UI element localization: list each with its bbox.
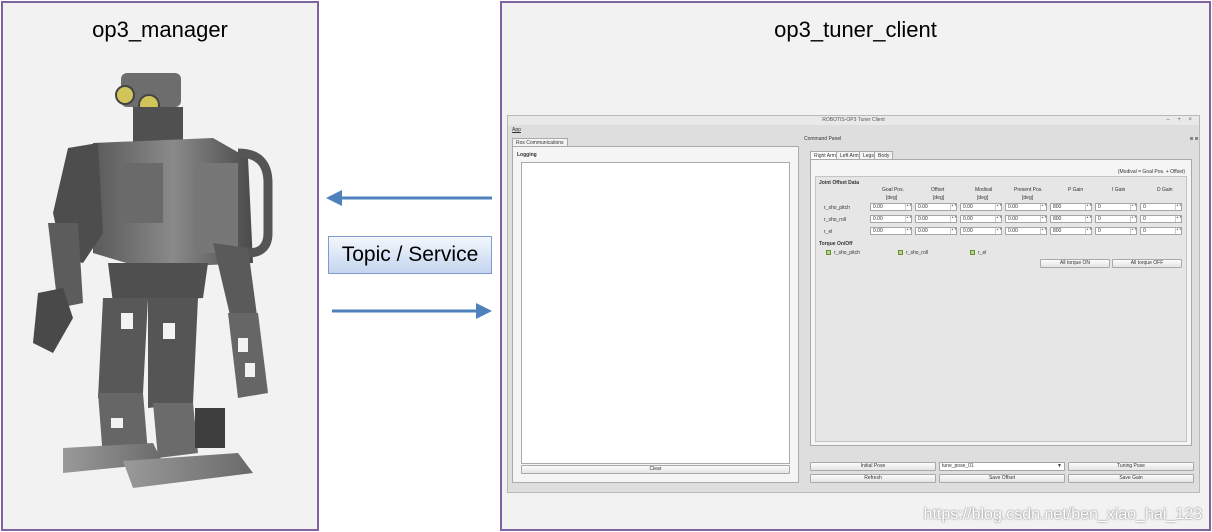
i-gain-input[interactable]: 0▲▼	[1095, 227, 1137, 235]
row-label-r-el: r_el	[824, 229, 833, 235]
arrow-to-manager	[326, 190, 492, 206]
torque-title: Torque On/Off	[819, 241, 853, 247]
d-gain-input[interactable]: 0▲▼	[1140, 227, 1182, 235]
torque-checkbox-r-sho-pitch[interactable]	[826, 250, 831, 255]
ros-communications-pane: Logging Clear	[512, 146, 799, 483]
unit-goal-pos: [deg]	[886, 195, 898, 201]
topic-service-label: Topic / Service	[328, 236, 492, 274]
right-arm-tab-pane: (Modival = Goal Pos. + Offset) Joint Off…	[810, 159, 1192, 446]
logging-label: Logging	[517, 152, 537, 158]
dock-close-icon[interactable]	[1195, 137, 1198, 140]
arrow-to-tuner	[332, 303, 492, 319]
robot-illustration	[33, 73, 273, 488]
d-gain-input[interactable]: 0▲▼	[1140, 215, 1182, 223]
torque-label-r-sho-pitch: r_sho_pitch	[834, 250, 860, 256]
modival-input[interactable]: 0.00▲▼	[960, 203, 1002, 211]
col-p-gain: P Gain	[1068, 187, 1084, 193]
clear-button[interactable]: Clear	[521, 465, 790, 474]
tuning-pose-button[interactable]: Tuning Pose	[1068, 462, 1194, 471]
tuner-window: ROBOTIS-OP3 Tuner Client – + × App Ros C…	[507, 115, 1200, 493]
manager-panel: op3_manager	[1, 1, 319, 531]
joint-offset-title: Joint Offset Data	[819, 180, 860, 186]
save-gain-button[interactable]: Save Gain	[1068, 474, 1194, 483]
p-gain-input[interactable]: 800▲▼	[1050, 215, 1092, 223]
col-i-gain: I Gain	[1112, 187, 1126, 193]
tuner-client-title: op3_tuner_client	[774, 17, 937, 42]
tab-ros-communications[interactable]: Ros Communications	[512, 138, 568, 147]
logging-area[interactable]	[521, 162, 790, 464]
present-pos-input[interactable]: 0.00▲▼	[1005, 215, 1047, 223]
unit-present-pos: [deg]	[1022, 195, 1034, 201]
row-label-r-sho-roll: r_sho_roll	[824, 217, 846, 223]
tuner-titlebar: ROBOTIS-OP3 Tuner Client	[508, 116, 1199, 125]
pose-select[interactable]: tune_pose_01▼	[939, 462, 1065, 471]
offset-input[interactable]: 0.00▲▼	[915, 215, 957, 223]
watermark: https://blog.csdn.net/ben_xiao_hai_123	[923, 506, 1202, 523]
save-offset-button[interactable]: Save Offset	[939, 474, 1065, 483]
modival-input[interactable]: 0.00▲▼	[960, 227, 1002, 235]
torque-checkbox-r-sho-roll[interactable]	[898, 250, 903, 255]
app-menu[interactable]: App	[512, 127, 521, 133]
d-gain-input[interactable]: 0▲▼	[1140, 203, 1182, 211]
all-torque-off-button[interactable]: All torque OFF	[1112, 259, 1182, 268]
row-label-r-sho-pitch: r_sho_pitch	[824, 205, 850, 211]
torque-checkbox-r-el[interactable]	[970, 250, 975, 255]
modival-input[interactable]: 0.00▲▼	[960, 215, 1002, 223]
goal-pos-input[interactable]: 0.00▲▼	[870, 227, 912, 235]
joint-data-area: Joint Offset Data Goal Pos. Offset Modiv…	[815, 176, 1187, 442]
i-gain-input[interactable]: 0▲▼	[1095, 215, 1137, 223]
offset-input[interactable]: 0.00▲▼	[915, 227, 957, 235]
col-present-pos: Present Pos.	[1014, 187, 1043, 193]
p-gain-input[interactable]: 800▲▼	[1050, 227, 1092, 235]
goal-pos-input[interactable]: 0.00▲▼	[870, 203, 912, 211]
present-pos-input[interactable]: 0.00▲▼	[1005, 203, 1047, 211]
unit-offset: [deg]	[933, 195, 945, 201]
dock-float-icon[interactable]	[1190, 137, 1193, 140]
i-gain-input[interactable]: 0▲▼	[1095, 203, 1137, 211]
unit-modival: [deg]	[977, 195, 989, 201]
modival-formula: (Modival = Goal Pos. + Offset)	[1117, 169, 1185, 175]
manager-title: op3_manager	[92, 17, 228, 42]
all-torque-on-button[interactable]: All torque ON	[1040, 259, 1110, 268]
col-d-gain: D Gain	[1157, 187, 1173, 193]
p-gain-input[interactable]: 800▲▼	[1050, 203, 1092, 211]
chevron-down-icon: ▼	[1057, 463, 1062, 469]
torque-label-r-sho-roll: r_sho_roll	[906, 250, 928, 256]
col-offset: Offset	[931, 187, 945, 193]
connector-arrows	[326, 190, 492, 319]
command-panel-label: Command Panel	[804, 136, 842, 142]
torque-label-r-el: r_el	[978, 250, 987, 256]
window-controls[interactable]: – + ×	[1166, 117, 1195, 123]
present-pos-input[interactable]: 0.00▲▼	[1005, 227, 1047, 235]
offset-input[interactable]: 0.00▲▼	[915, 203, 957, 211]
tab-body[interactable]: Body	[874, 151, 894, 160]
col-modival: Modival	[975, 187, 993, 193]
refresh-button[interactable]: Refresh	[810, 474, 936, 483]
initial-pose-button[interactable]: Initial Pose	[810, 462, 936, 471]
col-goal-pos: Goal Pos.	[882, 187, 904, 193]
goal-pos-input[interactable]: 0.00▲▼	[870, 215, 912, 223]
